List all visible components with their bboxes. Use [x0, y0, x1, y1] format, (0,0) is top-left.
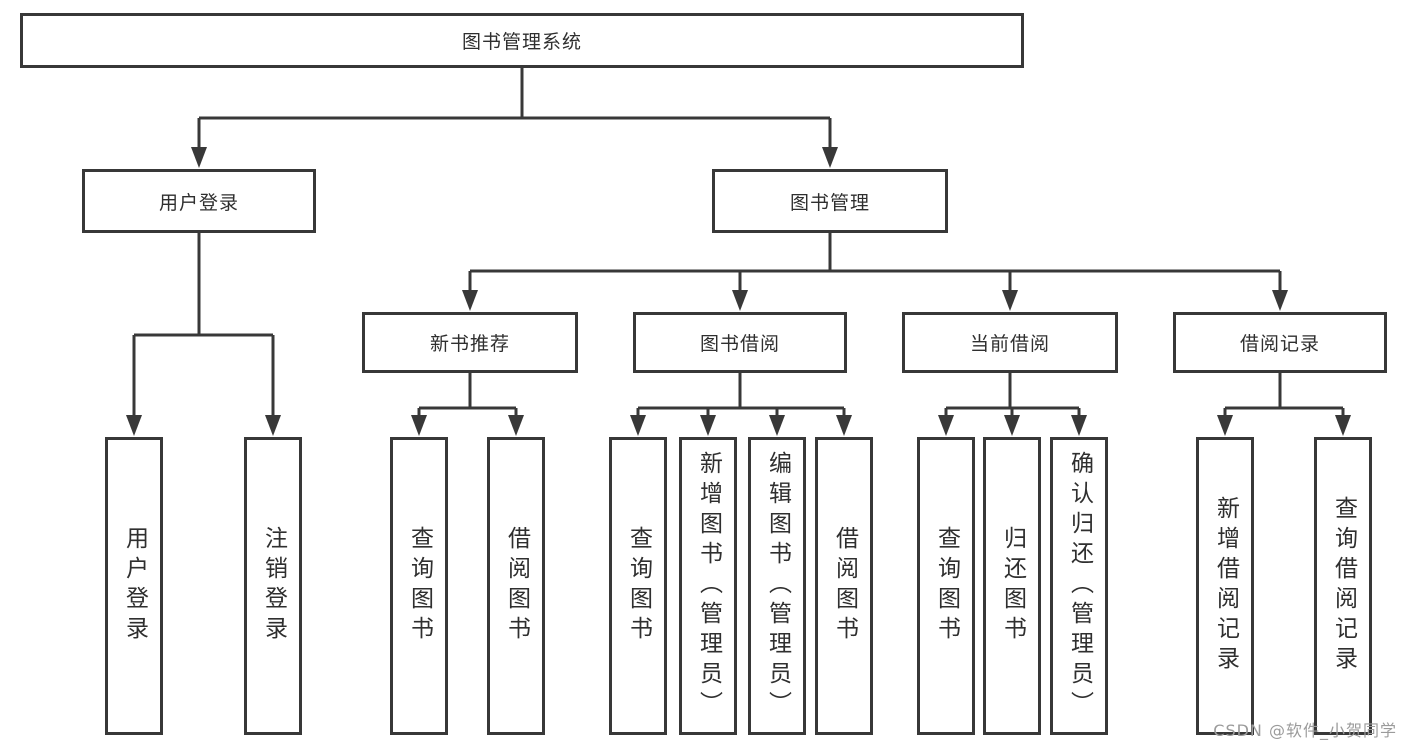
- leaf-confirm-return-admin: 确认归还（管理员）: [1050, 437, 1108, 735]
- leaf-return-books-label: 归还图书: [999, 526, 1026, 646]
- leaf-query-books-recommend: 查询图书: [390, 437, 448, 735]
- leaf-query-borrow-record-label: 查询借阅记录: [1330, 496, 1357, 676]
- arrowhead-icon: [1071, 415, 1087, 436]
- leaf-borrow-books-label: 借阅图书: [831, 526, 858, 646]
- arrowhead-icon: [732, 290, 748, 311]
- connector-borrow-records: [1223, 373, 1345, 418]
- leaf-confirm-return-admin-label: 确认归还（管理员）: [1066, 451, 1093, 721]
- leaf-edit-books-admin-label: 编辑图书（管理员）: [764, 451, 791, 721]
- connector-new-book-rec: [417, 373, 518, 418]
- leaf-add-books-admin-label: 新增图书（管理员）: [695, 451, 722, 721]
- node-user-login: 用户登录: [82, 169, 316, 233]
- arrowhead-icon: [126, 415, 142, 436]
- leaf-user-login: 用户登录: [105, 437, 163, 735]
- arrowhead-icon: [1335, 415, 1351, 436]
- arrowhead-icon: [630, 415, 646, 436]
- node-current-borrow-label: 当前借阅: [969, 333, 1050, 355]
- leaf-query-books-current: 查询图书: [917, 437, 975, 735]
- arrowhead-icon: [1004, 415, 1020, 436]
- node-root-label: 图书管理系统: [461, 31, 582, 53]
- arrowhead-icon: [1272, 290, 1288, 311]
- connector-root: [197, 68, 832, 150]
- leaf-query-books-recommend-label: 查询图书: [406, 526, 433, 646]
- arrowhead-icon: [1217, 415, 1233, 436]
- node-new-book-recommend-label: 新书推荐: [429, 333, 510, 355]
- arrowhead-icon: [411, 415, 427, 436]
- arrowhead-icon: [700, 415, 716, 436]
- arrowhead-icon: [191, 147, 207, 168]
- node-book-management: 图书管理: [712, 169, 948, 233]
- connector-book-borrow: [636, 373, 846, 418]
- node-new-book-recommend: 新书推荐: [362, 312, 578, 373]
- leaf-borrow-books: 借阅图书: [815, 437, 873, 735]
- connector-user-login: [132, 233, 275, 418]
- arrowhead-icon: [508, 415, 524, 436]
- leaf-borrow-books-recommend: 借阅图书: [487, 437, 545, 735]
- connector-current-borrow: [944, 373, 1081, 418]
- node-book-borrow: 图书借阅: [633, 312, 847, 373]
- node-book-management-label: 图书管理: [789, 191, 870, 214]
- leaf-return-books: 归还图书: [983, 437, 1041, 735]
- leaf-logout-label: 注销登录: [260, 526, 287, 646]
- arrowhead-icon: [1002, 290, 1018, 311]
- arrowhead-icon: [462, 290, 478, 311]
- node-borrow-records-label: 借阅记录: [1239, 333, 1320, 355]
- arrowhead-icon: [836, 415, 852, 436]
- node-current-borrow: 当前借阅: [902, 312, 1118, 373]
- leaf-add-borrow-record-label: 新增借阅记录: [1212, 496, 1239, 676]
- leaf-logout: 注销登录: [244, 437, 302, 735]
- leaf-query-books-borrow: 查询图书: [609, 437, 667, 735]
- connector-book-mgmt: [468, 233, 1282, 293]
- leaf-user-login-label: 用户登录: [121, 526, 148, 646]
- leaf-add-borrow-record: 新增借阅记录: [1196, 437, 1254, 735]
- leaf-query-books-borrow-label: 查询图书: [625, 526, 652, 646]
- leaf-add-books-admin: 新增图书（管理员）: [679, 437, 737, 735]
- node-borrow-records: 借阅记录: [1173, 312, 1387, 373]
- leaf-borrow-books-recommend-label: 借阅图书: [503, 526, 530, 646]
- arrowhead-icon: [938, 415, 954, 436]
- arrowhead-icon: [265, 415, 281, 436]
- arrowhead-icon: [822, 147, 838, 168]
- leaf-edit-books-admin: 编辑图书（管理员）: [748, 437, 806, 735]
- node-book-borrow-label: 图书借阅: [699, 333, 780, 355]
- node-user-login-label: 用户登录: [158, 191, 239, 214]
- watermark: CSDN @软件_小贺同学: [1213, 721, 1397, 740]
- arrowhead-icon: [769, 415, 785, 436]
- node-root: 图书管理系统: [20, 13, 1024, 68]
- leaf-query-books-current-label: 查询图书: [933, 526, 960, 646]
- leaf-query-borrow-record: 查询借阅记录: [1314, 437, 1372, 735]
